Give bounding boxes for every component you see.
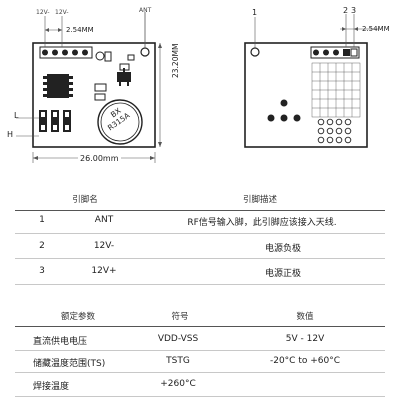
back-code-grid <box>311 62 361 118</box>
param-row-divider <box>15 372 385 373</box>
param-row-1-symbol: VDD-VSS <box>157 334 199 344</box>
param-table-header-rule <box>15 326 385 327</box>
width-dim-label: 26.00mm <box>78 154 121 163</box>
pin-row-1-name: ANT <box>94 215 114 225</box>
label-h: H <box>7 130 14 139</box>
crystal-part <box>95 51 105 61</box>
smd-part-5 <box>94 93 106 101</box>
param-row-3-symbol: +260°C <box>160 379 196 389</box>
pin-row-1-desc: RF信号输入脚，此引脚应该接入天线. <box>187 218 337 228</box>
back-view-diagram <box>244 14 380 148</box>
pin-table-header-name: 引脚名 <box>72 195 98 205</box>
back-pin-header <box>310 46 360 59</box>
back-marker-2: 2 <box>343 6 349 15</box>
front-view-diagram <box>16 12 162 163</box>
pin-row-divider <box>15 233 385 234</box>
param-row-divider <box>15 350 385 351</box>
front-pin-header <box>39 46 93 59</box>
pin-row-divider <box>15 284 385 285</box>
pin-row-3-no: 3 <box>39 266 45 276</box>
param-row-3-param: 焊接温度 <box>33 382 70 392</box>
back-marker-3: 3 <box>351 6 357 15</box>
pin-label-12v-minus-a: 12V- <box>36 9 50 16</box>
param-header-value: 数值 <box>296 312 314 322</box>
param-header-symbol: 符号 <box>171 312 189 322</box>
pin-row-divider <box>15 258 385 259</box>
pin-row-3-name: 12V+ <box>91 266 117 276</box>
jumper-block <box>39 110 71 132</box>
back-pitch-label: 2.54MM <box>362 25 390 33</box>
pin-row-1-no: 1 <box>39 215 45 225</box>
param-row-2-param: 储藏温度范围(TS) <box>33 359 106 369</box>
front-pitch-label: 2.54MM <box>66 26 94 34</box>
smd-part-1 <box>104 51 112 62</box>
antenna-label: ANT <box>139 7 152 14</box>
param-row-divider <box>15 396 385 397</box>
pin-row-3-desc: 电源正极 <box>264 269 302 279</box>
smd-part-4 <box>94 83 107 92</box>
back-pads <box>267 99 301 122</box>
back-antenna-pad <box>250 47 260 57</box>
saw-resonator <box>97 99 143 145</box>
pin-row-2-no: 2 <box>39 241 45 251</box>
smd-part-3 <box>127 54 135 61</box>
param-row-1-param: 直流供电电压 <box>33 337 88 347</box>
param-row-2-value: -20°C to +60°C <box>269 356 341 366</box>
back-marker-1: 1 <box>252 8 258 17</box>
transistor <box>117 68 131 86</box>
back-dot-matrix <box>317 118 352 144</box>
param-row-2-symbol: TSTG <box>166 356 190 366</box>
param-row-1-value: 5V - 12V <box>285 334 325 344</box>
pin-row-2-name: 12V- <box>93 241 115 251</box>
ic-chip <box>43 74 73 98</box>
pin-table-header-rule <box>15 210 385 211</box>
pin-label-12v-minus-b: 12V- <box>55 9 69 16</box>
pin-row-2-desc: 电源负极 <box>264 244 302 254</box>
pin-table-header-desc: 引脚描述 <box>242 195 278 205</box>
param-header-param: 额定参数 <box>60 312 96 322</box>
label-l: L <box>14 111 19 120</box>
